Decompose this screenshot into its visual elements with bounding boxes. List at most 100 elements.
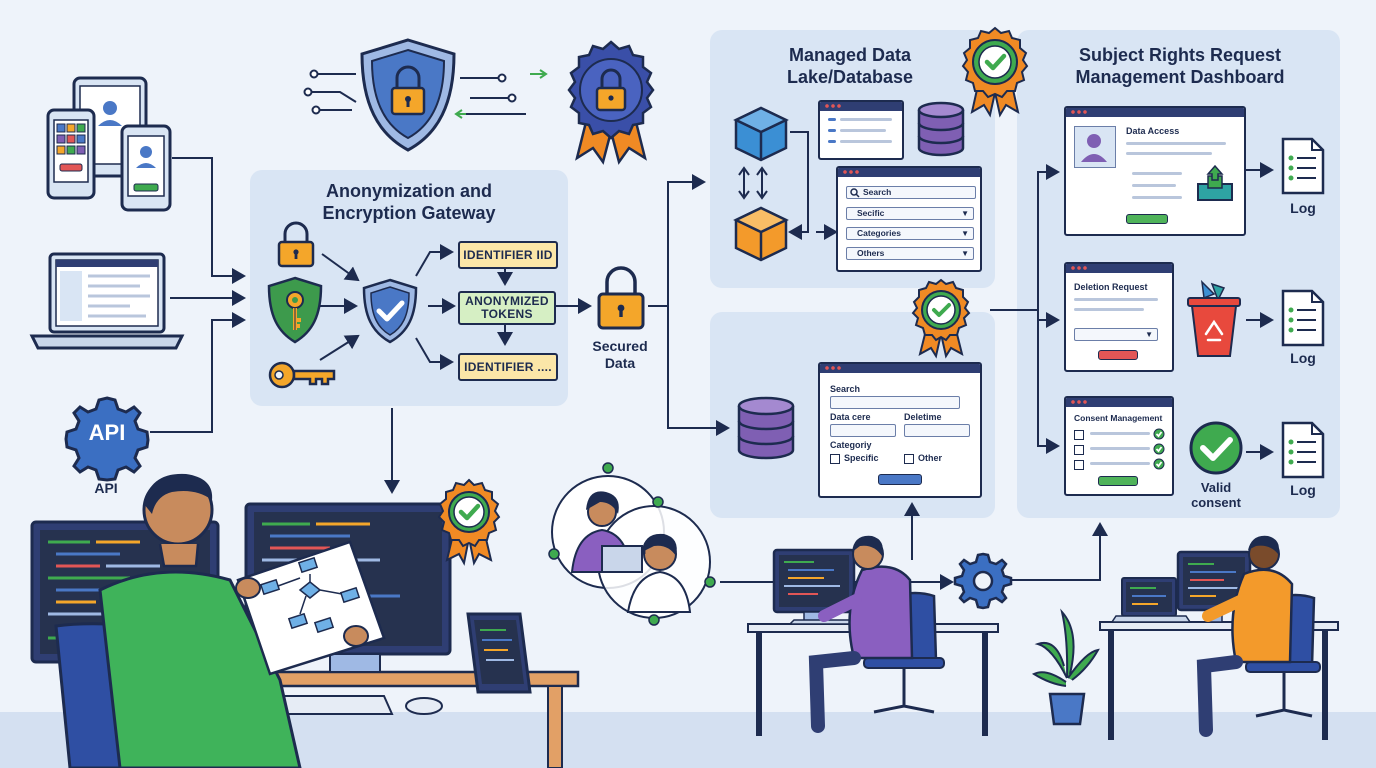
list-line (840, 140, 892, 143)
tokens-line2: TOKENS (481, 307, 533, 321)
chevron-down-icon: ▼ (961, 229, 969, 238)
text-line (1090, 432, 1150, 435)
dashboard-title-line1: Subject Rights Request (1078, 45, 1282, 65)
secured-data-line2: Data (604, 355, 636, 371)
categories-select[interactable]: Categories ▼ (846, 227, 974, 240)
laptop-icon (29, 252, 185, 350)
search-field[interactable] (830, 396, 960, 409)
secured-data-line1: Secured (592, 338, 648, 354)
identifier-iid-chip: IDENTIFIER IID (458, 241, 558, 269)
search-window: Search Secific ▼ Categories ▼ Others ▼ (836, 166, 982, 272)
recycle-bin-icon (1187, 279, 1241, 357)
check-icon (1153, 428, 1165, 470)
list-line (840, 129, 886, 132)
submit-button[interactable] (878, 474, 922, 485)
approved-badge-icon (911, 278, 971, 359)
gateway-title-line2: Encryption Gateway (322, 203, 496, 223)
key-icon (268, 361, 336, 389)
consent-checkbox-1[interactable] (1074, 430, 1084, 440)
consent-titlebar (1066, 398, 1172, 407)
data-access-window: Data Access (1064, 106, 1246, 236)
log-label-3: Log (1290, 482, 1316, 498)
database-icon (917, 101, 965, 157)
valid-consent-line2: consent (1191, 495, 1241, 510)
export-box-icon (1197, 164, 1233, 201)
specific-checkbox[interactable] (830, 454, 840, 464)
delete-button[interactable] (1098, 350, 1138, 360)
deletion-request-window: Deletion Request ▼ (1064, 262, 1174, 372)
valid-consent-line1: Valid (1200, 480, 1232, 495)
plant-illustration (1031, 608, 1100, 726)
list-line (828, 118, 836, 121)
query-form-titlebar (820, 364, 980, 373)
text-line (1090, 462, 1150, 465)
text-line (1132, 184, 1176, 187)
list-window (818, 100, 904, 160)
others-select-value: Others (857, 248, 885, 258)
gateway-title-line1: Anonymization and (326, 181, 492, 201)
lake-title-line1: Managed Data (788, 45, 912, 65)
api-label: API (94, 480, 118, 496)
orange-cube-icon (733, 206, 789, 262)
access-button[interactable] (1126, 214, 1168, 224)
search-window-titlebar (838, 168, 980, 177)
identifier-dots-chip: IDENTIFIER .... (458, 353, 558, 381)
gear-icon (953, 552, 1013, 610)
other-option-label: Other (918, 453, 943, 463)
mobile-devices-icon (46, 76, 172, 212)
workstation-badge-icon (437, 478, 501, 566)
analyst-workstation-illustration (747, 535, 999, 736)
categories-select-value: Categories (857, 228, 901, 238)
category-label: Categoriy (830, 440, 872, 450)
user-icon (1081, 134, 1107, 162)
text-line (1074, 298, 1158, 301)
search-icon (850, 188, 860, 198)
data-field[interactable] (830, 424, 896, 437)
consent-title: Consent Management (1074, 413, 1163, 423)
chevron-down-icon: ▼ (1145, 330, 1153, 339)
security-badge-icon (567, 40, 655, 165)
lock-icon (277, 221, 315, 268)
delete-field[interactable] (904, 424, 970, 437)
deletion-title: Deletion Request (1074, 282, 1148, 292)
save-consent-button[interactable] (1098, 476, 1138, 486)
shield-check-icon (362, 278, 418, 344)
shield-lock-icon (360, 38, 456, 152)
blue-cube-icon (733, 106, 789, 162)
search-input[interactable]: Search (846, 186, 976, 199)
reason-select[interactable]: ▼ (1074, 328, 1158, 341)
anonymized-tokens-chip: ANONYMIZED TOKENS (458, 291, 556, 325)
specific-select-value: Secific (857, 208, 885, 218)
log-label-1: Log (1290, 200, 1316, 216)
other-checkbox[interactable] (904, 454, 914, 464)
chevron-down-icon: ▼ (961, 249, 969, 258)
consent-management-window: Consent Management (1064, 396, 1174, 496)
data-access-title: Data Access (1126, 126, 1180, 136)
consent-checkbox-3[interactable] (1074, 460, 1084, 470)
lake-title-line2: Lake/Database (786, 67, 914, 87)
query-form-window: Search Data cere Deletime Categoriy Spec… (818, 362, 982, 498)
specific-select[interactable]: Secific ▼ (846, 207, 974, 220)
text-line (1132, 172, 1182, 175)
others-select[interactable]: Others ▼ (846, 247, 974, 260)
list-window-titlebar (820, 102, 902, 111)
developer-workstation-illustration (30, 473, 580, 768)
certified-badge-icon (961, 26, 1029, 118)
text-line (1132, 196, 1182, 199)
consent-checkbox-2[interactable] (1074, 445, 1084, 455)
list-line (828, 129, 836, 132)
text-line (1126, 152, 1212, 155)
text-line (1090, 447, 1150, 450)
api-gear-icon (64, 396, 150, 482)
dashboard-title-line2: Management Dashboard (1075, 67, 1285, 87)
chevron-down-icon: ▼ (961, 209, 969, 218)
list-line (840, 118, 892, 121)
specific-option-label: Specific (844, 453, 879, 463)
log-document-icon (1281, 137, 1325, 195)
delete-label: Deletime (904, 412, 942, 422)
green-shield-key-icon (267, 276, 323, 344)
search-label: Search (830, 384, 861, 394)
database-icon-lower (737, 396, 795, 460)
collaboration-network-illustration (548, 462, 716, 626)
